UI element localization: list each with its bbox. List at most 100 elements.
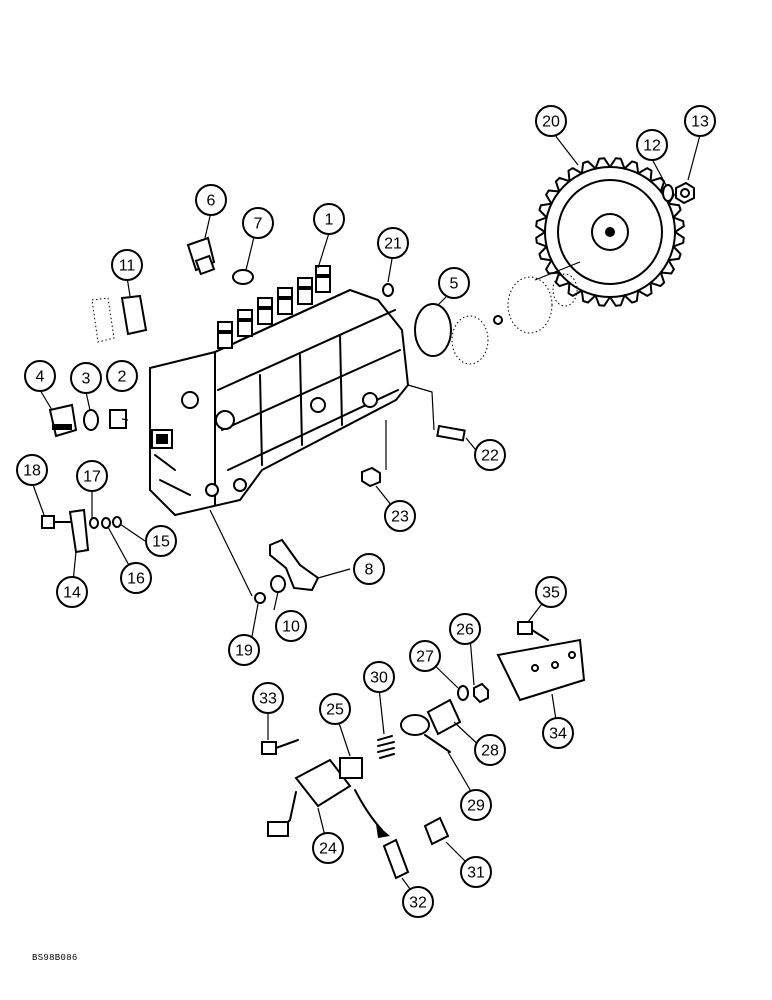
callout-circle <box>313 203 345 235</box>
o-ring-21 <box>382 283 394 297</box>
callout-circle <box>106 360 138 392</box>
callout-label: 21 <box>384 236 402 253</box>
spring-30 <box>377 735 395 759</box>
callout-label: 8 <box>365 562 374 579</box>
callout-35: 35 <box>535 576 567 608</box>
callout-17: 17 <box>76 460 108 492</box>
callout-32: 32 <box>402 886 434 918</box>
callout-circle <box>24 360 56 392</box>
callout-circle <box>312 832 344 864</box>
callout-circle <box>438 267 470 299</box>
callout-31: 31 <box>460 856 492 888</box>
callout-label: 34 <box>549 726 567 743</box>
callout-label: 20 <box>542 114 560 131</box>
callout-circle <box>684 105 716 137</box>
o-ring-5 <box>414 303 452 357</box>
callout-circle <box>56 576 88 608</box>
callout-22: 22 <box>474 439 506 471</box>
callout-label: 33 <box>259 691 277 708</box>
callout-24: 24 <box>312 832 344 864</box>
callout-circle <box>402 886 434 918</box>
callout-circle <box>363 661 395 693</box>
callout-circle <box>384 500 416 532</box>
callout-label: 30 <box>370 670 388 687</box>
callout-label: 7 <box>254 216 263 233</box>
callout-11: 11 <box>111 249 143 281</box>
bolt-18 <box>41 515 71 529</box>
callout-circle <box>252 682 284 714</box>
callout-12: 12 <box>636 129 668 161</box>
bushing-31 <box>423 816 450 846</box>
callout-20: 20 <box>535 105 567 137</box>
callout-5: 5 <box>438 267 470 299</box>
callout-4: 4 <box>24 360 56 392</box>
injection-pump-body <box>149 288 410 517</box>
drive-gear <box>535 157 685 307</box>
callout-circle <box>474 439 506 471</box>
sleeve-28 <box>426 698 462 736</box>
callout-circle <box>542 717 574 749</box>
pin-32 <box>382 838 410 880</box>
callout-circle <box>636 129 668 161</box>
callout-18: 18 <box>16 454 48 486</box>
lever-8 <box>269 538 320 592</box>
callout-30: 30 <box>363 661 395 693</box>
callout-label: 4 <box>36 369 45 386</box>
callout-label: 14 <box>63 585 81 602</box>
callout-label: 17 <box>83 469 101 486</box>
callout-circle <box>275 610 307 642</box>
callout-25: 25 <box>319 693 351 725</box>
callout-circle <box>76 460 108 492</box>
callout-circle <box>145 525 177 557</box>
callout-label: 18 <box>23 463 41 480</box>
callout-label: 29 <box>467 798 485 815</box>
delivery-valves <box>217 265 331 349</box>
callout-label: 13 <box>691 114 709 131</box>
callout-13: 13 <box>684 105 716 137</box>
bracket-34 <box>496 638 586 702</box>
gear-washer <box>662 184 674 202</box>
callout-label: 15 <box>152 534 170 551</box>
callout-label: 24 <box>319 841 337 858</box>
sealing-washer <box>232 269 254 285</box>
callout-label: 32 <box>409 895 427 912</box>
callout-10: 10 <box>275 610 307 642</box>
callout-label: 26 <box>456 622 474 639</box>
callout-label: 27 <box>416 649 434 666</box>
callout-circle <box>474 734 506 766</box>
washer-19 <box>254 592 266 604</box>
callout-label: 2 <box>118 369 127 386</box>
callout-23: 23 <box>384 500 416 532</box>
callout-label: 11 <box>119 258 136 275</box>
callout-circle <box>535 576 567 608</box>
nut-26 <box>473 682 489 704</box>
callout-circle <box>16 454 48 486</box>
bolt-35 <box>517 621 549 641</box>
callout-label: 12 <box>643 138 661 155</box>
callout-label: 5 <box>450 276 459 293</box>
washer-3 <box>83 409 99 431</box>
callout-21: 21 <box>377 227 409 259</box>
callout-label: 22 <box>481 448 499 465</box>
banjo-fitting <box>186 236 216 276</box>
callout-3: 3 <box>70 362 102 394</box>
callout-circle <box>460 856 492 888</box>
washers-15-16-17 <box>89 516 122 529</box>
gear-teeth-outline <box>535 157 685 307</box>
callout-label: 10 <box>282 619 300 636</box>
arrow-head <box>376 824 390 838</box>
callout-circle <box>460 789 492 821</box>
callout-label: 28 <box>481 743 499 760</box>
callout-circle <box>377 227 409 259</box>
callout-label: 19 <box>235 643 253 660</box>
access-cover <box>91 294 148 343</box>
bolt-33 <box>261 739 299 755</box>
callout-circle <box>535 105 567 137</box>
callout-26: 26 <box>449 613 481 645</box>
callout-19: 19 <box>228 634 260 666</box>
fitting-2 <box>109 409 127 429</box>
callout-label: 3 <box>82 371 91 388</box>
callout-34: 34 <box>542 717 574 749</box>
washer-27 <box>457 685 469 701</box>
